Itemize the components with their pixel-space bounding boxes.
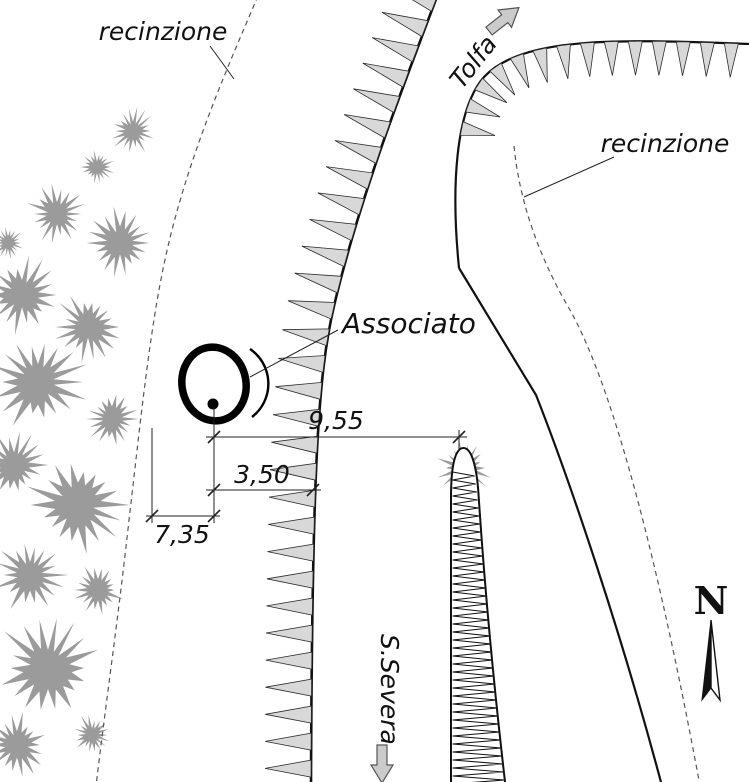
tolfa-direction-arrow	[481, 0, 527, 41]
dim-value-9-55: 9,55	[308, 406, 364, 435]
tree-center-dot	[207, 398, 219, 410]
associato-tree	[178, 343, 270, 425]
dim-tick	[207, 483, 221, 497]
left-road-edge	[309, 0, 438, 782]
north-label: N	[694, 578, 729, 623]
fence-right-label: recinzione	[601, 129, 730, 158]
dimension-lines	[145, 408, 467, 523]
tree-outer-arc	[249, 348, 270, 418]
ssevera-direction-arrow	[370, 744, 394, 782]
fence-left-label: recinzione	[99, 17, 228, 46]
dim-tick	[207, 509, 221, 523]
dim-value-3-50: 3,50	[234, 460, 290, 489]
north-needle-right	[710, 619, 721, 703]
southeast-road-edge	[458, 267, 663, 782]
island-outline	[450, 446, 507, 782]
road-hatch-tolfa	[459, 40, 739, 136]
fence-line-right	[513, 145, 700, 782]
vegetation-group	[0, 106, 491, 777]
road-hatch-left	[265, 0, 437, 778]
north-needle-left	[701, 619, 712, 702]
fence-right-leader-line	[523, 156, 615, 198]
fence-left-leader-line	[209, 45, 235, 80]
associato-label: Associato	[340, 307, 476, 340]
dim-value-7-35: 7,35	[154, 520, 210, 549]
dim-tick	[452, 430, 466, 444]
dim-tick	[145, 509, 159, 523]
associato-leader-line	[249, 329, 339, 378]
north-symbol: N	[694, 578, 729, 703]
dim-tick	[306, 483, 320, 497]
island-hatch	[452, 471, 505, 782]
ssevera-label: S.Severa	[375, 634, 404, 745]
tree-trunk-circle	[178, 343, 250, 425]
dim-tick	[207, 430, 221, 444]
tolfa-label: Tolfa	[444, 30, 503, 94]
fence-line-left	[95, 0, 257, 782]
tolfa-road-edge	[454, 40, 749, 269]
